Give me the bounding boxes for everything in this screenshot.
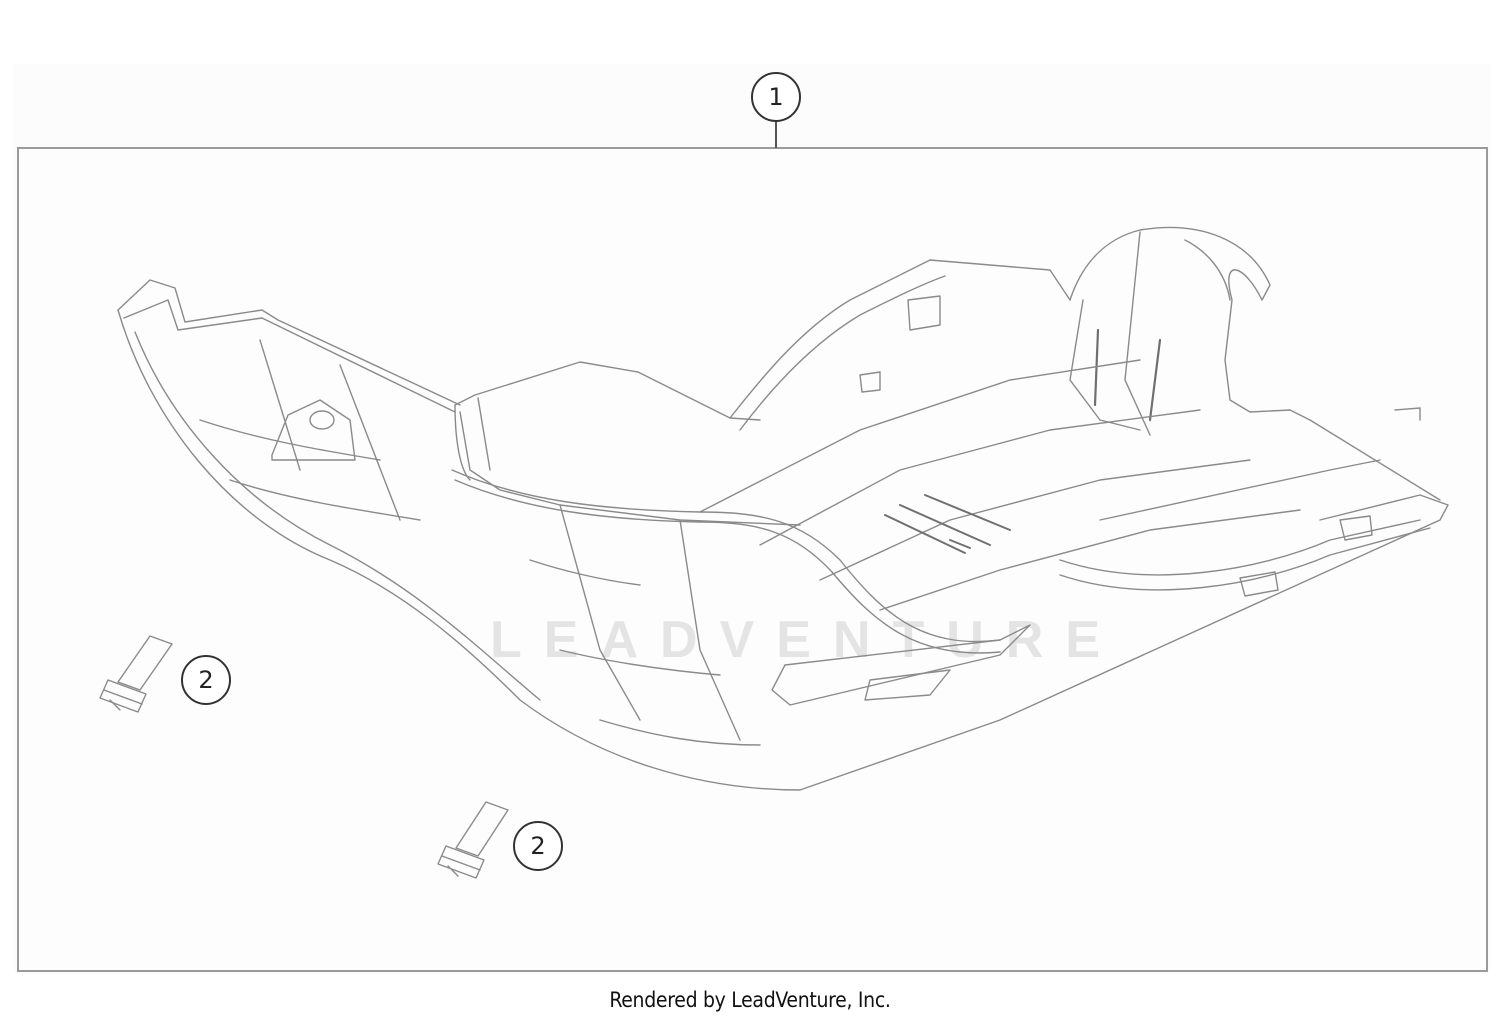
callout-2a[interactable]: 2 bbox=[181, 655, 231, 705]
callout-2b-label: 2 bbox=[530, 832, 546, 860]
bolt-part-2[interactable] bbox=[437, 801, 509, 879]
callout-1-leader bbox=[775, 121, 777, 148]
footer-credit: Rendered by LeadVenture, Inc. bbox=[609, 988, 891, 1012]
label-plate-text bbox=[884, 494, 1011, 554]
bolt-part-1[interactable] bbox=[99, 635, 173, 713]
assembly-frame bbox=[17, 147, 1488, 972]
callout-2a-label: 2 bbox=[198, 666, 214, 694]
callout-1-label: 1 bbox=[768, 83, 784, 111]
callout-1[interactable]: 1 bbox=[751, 72, 801, 122]
skid-plate-part[interactable] bbox=[117, 226, 1449, 791]
callout-2b[interactable]: 2 bbox=[513, 821, 563, 871]
